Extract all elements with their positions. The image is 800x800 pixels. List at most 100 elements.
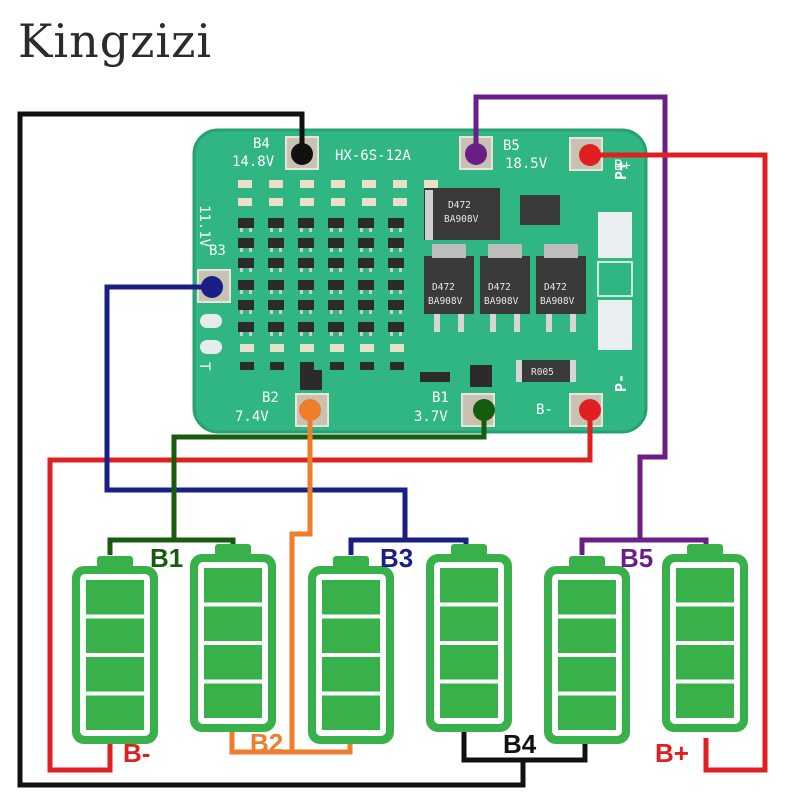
smd-lead	[339, 310, 342, 314]
smd-lead	[369, 268, 372, 272]
smd-lead	[339, 290, 342, 294]
smd-passive	[269, 198, 283, 206]
smd-passive	[390, 362, 404, 370]
smd-lead	[309, 290, 312, 294]
wire-bminus	[47, 410, 593, 773]
smd-passive	[331, 198, 345, 206]
smd-lead	[369, 310, 372, 314]
battery-level-bar	[204, 645, 262, 680]
smd-transistor	[268, 280, 284, 290]
smd-passive	[238, 180, 252, 188]
group-label-b3: B3	[380, 543, 413, 573]
label-t: T	[196, 362, 212, 371]
pad-b4-voltage: 14.8V	[232, 154, 275, 170]
smd-transistor	[268, 258, 284, 268]
battery-level-bar	[86, 580, 144, 615]
smd-lead	[249, 290, 252, 294]
smd-transistor	[328, 300, 344, 310]
label-p-plus: P+	[612, 162, 630, 180]
smd-transistor	[238, 238, 254, 248]
battery-terminal	[451, 544, 487, 556]
battery-level-bar	[86, 618, 144, 653]
wire-dots	[201, 143, 601, 421]
smd-lead	[300, 332, 303, 336]
svg-text:BA908V: BA908V	[540, 296, 575, 307]
pad-b5-voltage: 18.5V	[505, 156, 548, 172]
smd-lead	[279, 332, 282, 336]
smd-transistor	[358, 322, 374, 332]
smd-passive	[300, 180, 314, 188]
smd-lead	[360, 310, 363, 314]
battery-terminal	[333, 556, 369, 568]
smd-passive	[269, 180, 283, 188]
pad-b2-voltage: 7.4V	[235, 409, 269, 425]
battery-level-bar	[322, 695, 380, 730]
smd-lead	[399, 310, 402, 314]
pad-b1-voltage: 3.7V	[414, 409, 448, 425]
smd-lead	[330, 332, 333, 336]
battery-level-bar	[558, 618, 616, 653]
smd-passive	[300, 362, 314, 370]
smd-lead	[279, 310, 282, 314]
smd-passive	[270, 344, 284, 352]
smd-transistor	[268, 218, 284, 228]
smd-lead	[390, 248, 393, 252]
smd-lead	[330, 248, 333, 252]
resistor-r005: R005	[516, 360, 576, 382]
smd-passive	[300, 344, 314, 352]
svg-text:R005: R005	[531, 367, 554, 378]
smd-transistor	[298, 258, 314, 268]
group-label-b1: B1	[150, 543, 183, 573]
smd-passive	[362, 198, 376, 206]
smd-transistor	[328, 238, 344, 248]
smd-lead	[339, 228, 342, 232]
smd-lead	[330, 228, 333, 232]
battery-level-bar	[558, 695, 616, 730]
smd-lead	[249, 268, 252, 272]
smd-lead	[360, 332, 363, 336]
wire-b5	[473, 94, 668, 540]
smd-lead	[339, 332, 342, 336]
battery-level-bar	[204, 568, 262, 603]
smd-passive	[424, 180, 438, 188]
smd-transistor	[328, 280, 344, 290]
smd-lead	[240, 332, 243, 336]
smd-passive	[240, 362, 254, 370]
smd-lead	[390, 228, 393, 232]
smd-transistor	[358, 218, 374, 228]
battery-level-bar	[558, 657, 616, 692]
battery-level-bar	[440, 606, 498, 641]
smd-lead	[369, 290, 372, 294]
battery-level-bar	[322, 618, 380, 653]
svg-text:BA908V: BA908V	[484, 296, 519, 307]
svg-text:BA908V: BA908V	[428, 296, 463, 307]
smd-lead	[249, 248, 252, 252]
smd-lead	[279, 268, 282, 272]
battery-level-bar	[322, 657, 380, 692]
smd-transistor	[388, 258, 404, 268]
mosfet-2: D472 BA908V	[480, 244, 530, 332]
smd-passive	[240, 344, 254, 352]
smd-lead	[399, 228, 402, 232]
battery-level-bar	[676, 568, 734, 603]
smd-lead	[369, 332, 372, 336]
smd-lead	[369, 228, 372, 232]
pad-b1-label: B1	[432, 390, 449, 406]
smd-transistor	[298, 280, 314, 290]
smd-lead	[330, 290, 333, 294]
smd-transistor	[388, 280, 404, 290]
wire-b3	[104, 284, 408, 540]
battery-terminal	[569, 556, 605, 568]
group-label-b4: B4	[503, 729, 537, 759]
smd-lead	[399, 290, 402, 294]
smd-lead	[240, 290, 243, 294]
svg-text:D472: D472	[544, 282, 567, 293]
smd-ic	[300, 370, 322, 390]
smd-lead	[360, 290, 363, 294]
battery-level-bar	[86, 657, 144, 692]
smd-lead	[339, 248, 342, 252]
smd-lead	[309, 310, 312, 314]
smd-transistor	[328, 218, 344, 228]
battery-level-bar	[204, 606, 262, 641]
battery-level-bar	[86, 695, 144, 730]
